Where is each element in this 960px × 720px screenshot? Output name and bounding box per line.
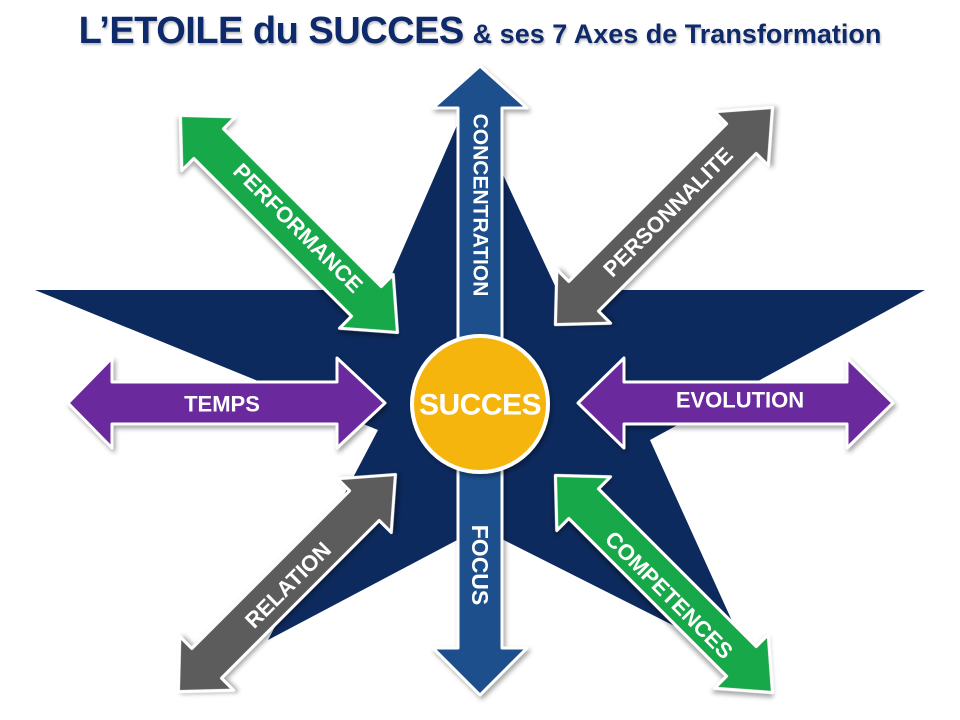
center-label: SUCCES <box>419 389 541 422</box>
arrow-personnalite <box>553 106 774 327</box>
arrow-relation <box>176 473 397 694</box>
title-subtitle: & ses 7 Axes de Transformation <box>472 19 882 49</box>
arrow-performance <box>178 113 399 334</box>
label-temps: TEMPS <box>184 392 260 417</box>
label-evolution: EVOLUTION <box>676 388 804 413</box>
label-performance: PERFORMANCE <box>228 158 368 298</box>
label-concentration: CONCENTRATION <box>469 114 492 297</box>
arrow-evolution <box>576 356 895 450</box>
arrow-competences <box>553 473 774 694</box>
title-main: L’ETOILE du SUCCES <box>78 10 465 52</box>
label-focus: FOCUS <box>467 525 493 606</box>
arrow-temps <box>66 356 387 450</box>
page-title: L’ETOILE du SUCCES & ses 7 Axes de Trans… <box>0 10 960 53</box>
center-circle <box>410 334 550 474</box>
label-personnalite: PERSONNALITE <box>598 142 738 282</box>
